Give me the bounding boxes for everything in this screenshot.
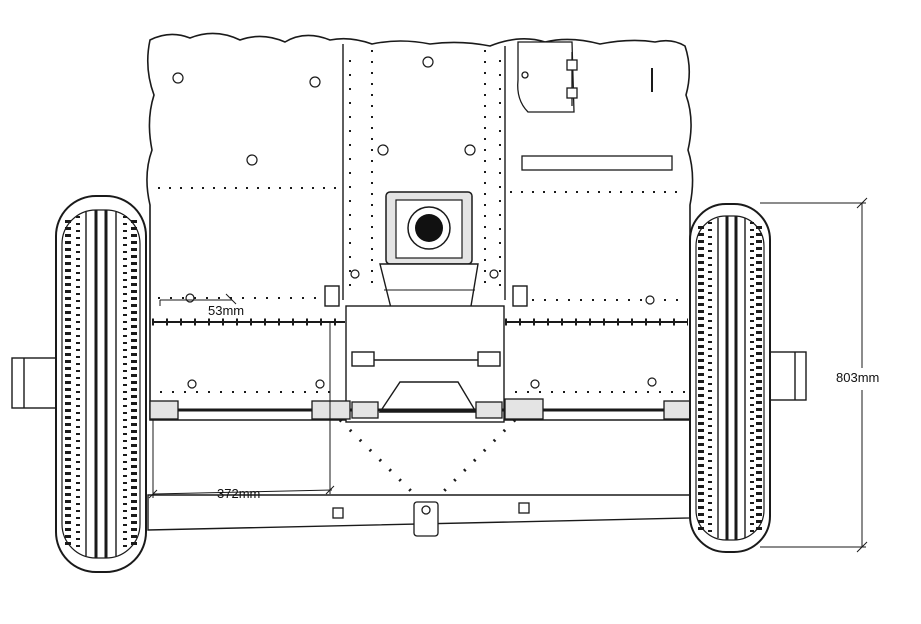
left-hub <box>11 357 57 409</box>
dimension-803mm-line <box>760 197 868 553</box>
sight-bracket <box>517 41 653 113</box>
barrel-housing <box>379 191 479 337</box>
shield-bolts <box>172 56 657 389</box>
right-wheel <box>689 203 771 553</box>
dimension-label-bolt-spacing: 53mm <box>208 303 245 318</box>
trail-hook <box>332 501 530 537</box>
trail-rivets <box>338 418 517 507</box>
lower-axle <box>149 398 691 420</box>
rivet-rows <box>158 50 685 393</box>
handle-bar <box>521 155 673 171</box>
dimension-label-half-track: 372mm <box>217 486 261 501</box>
dimension-53mm-line <box>159 293 237 306</box>
dimension-label-wheel-diameter: 803mm <box>836 370 880 385</box>
dimension-372mm-line <box>148 322 335 499</box>
left-wheel <box>55 195 147 573</box>
right-hub <box>769 351 807 401</box>
